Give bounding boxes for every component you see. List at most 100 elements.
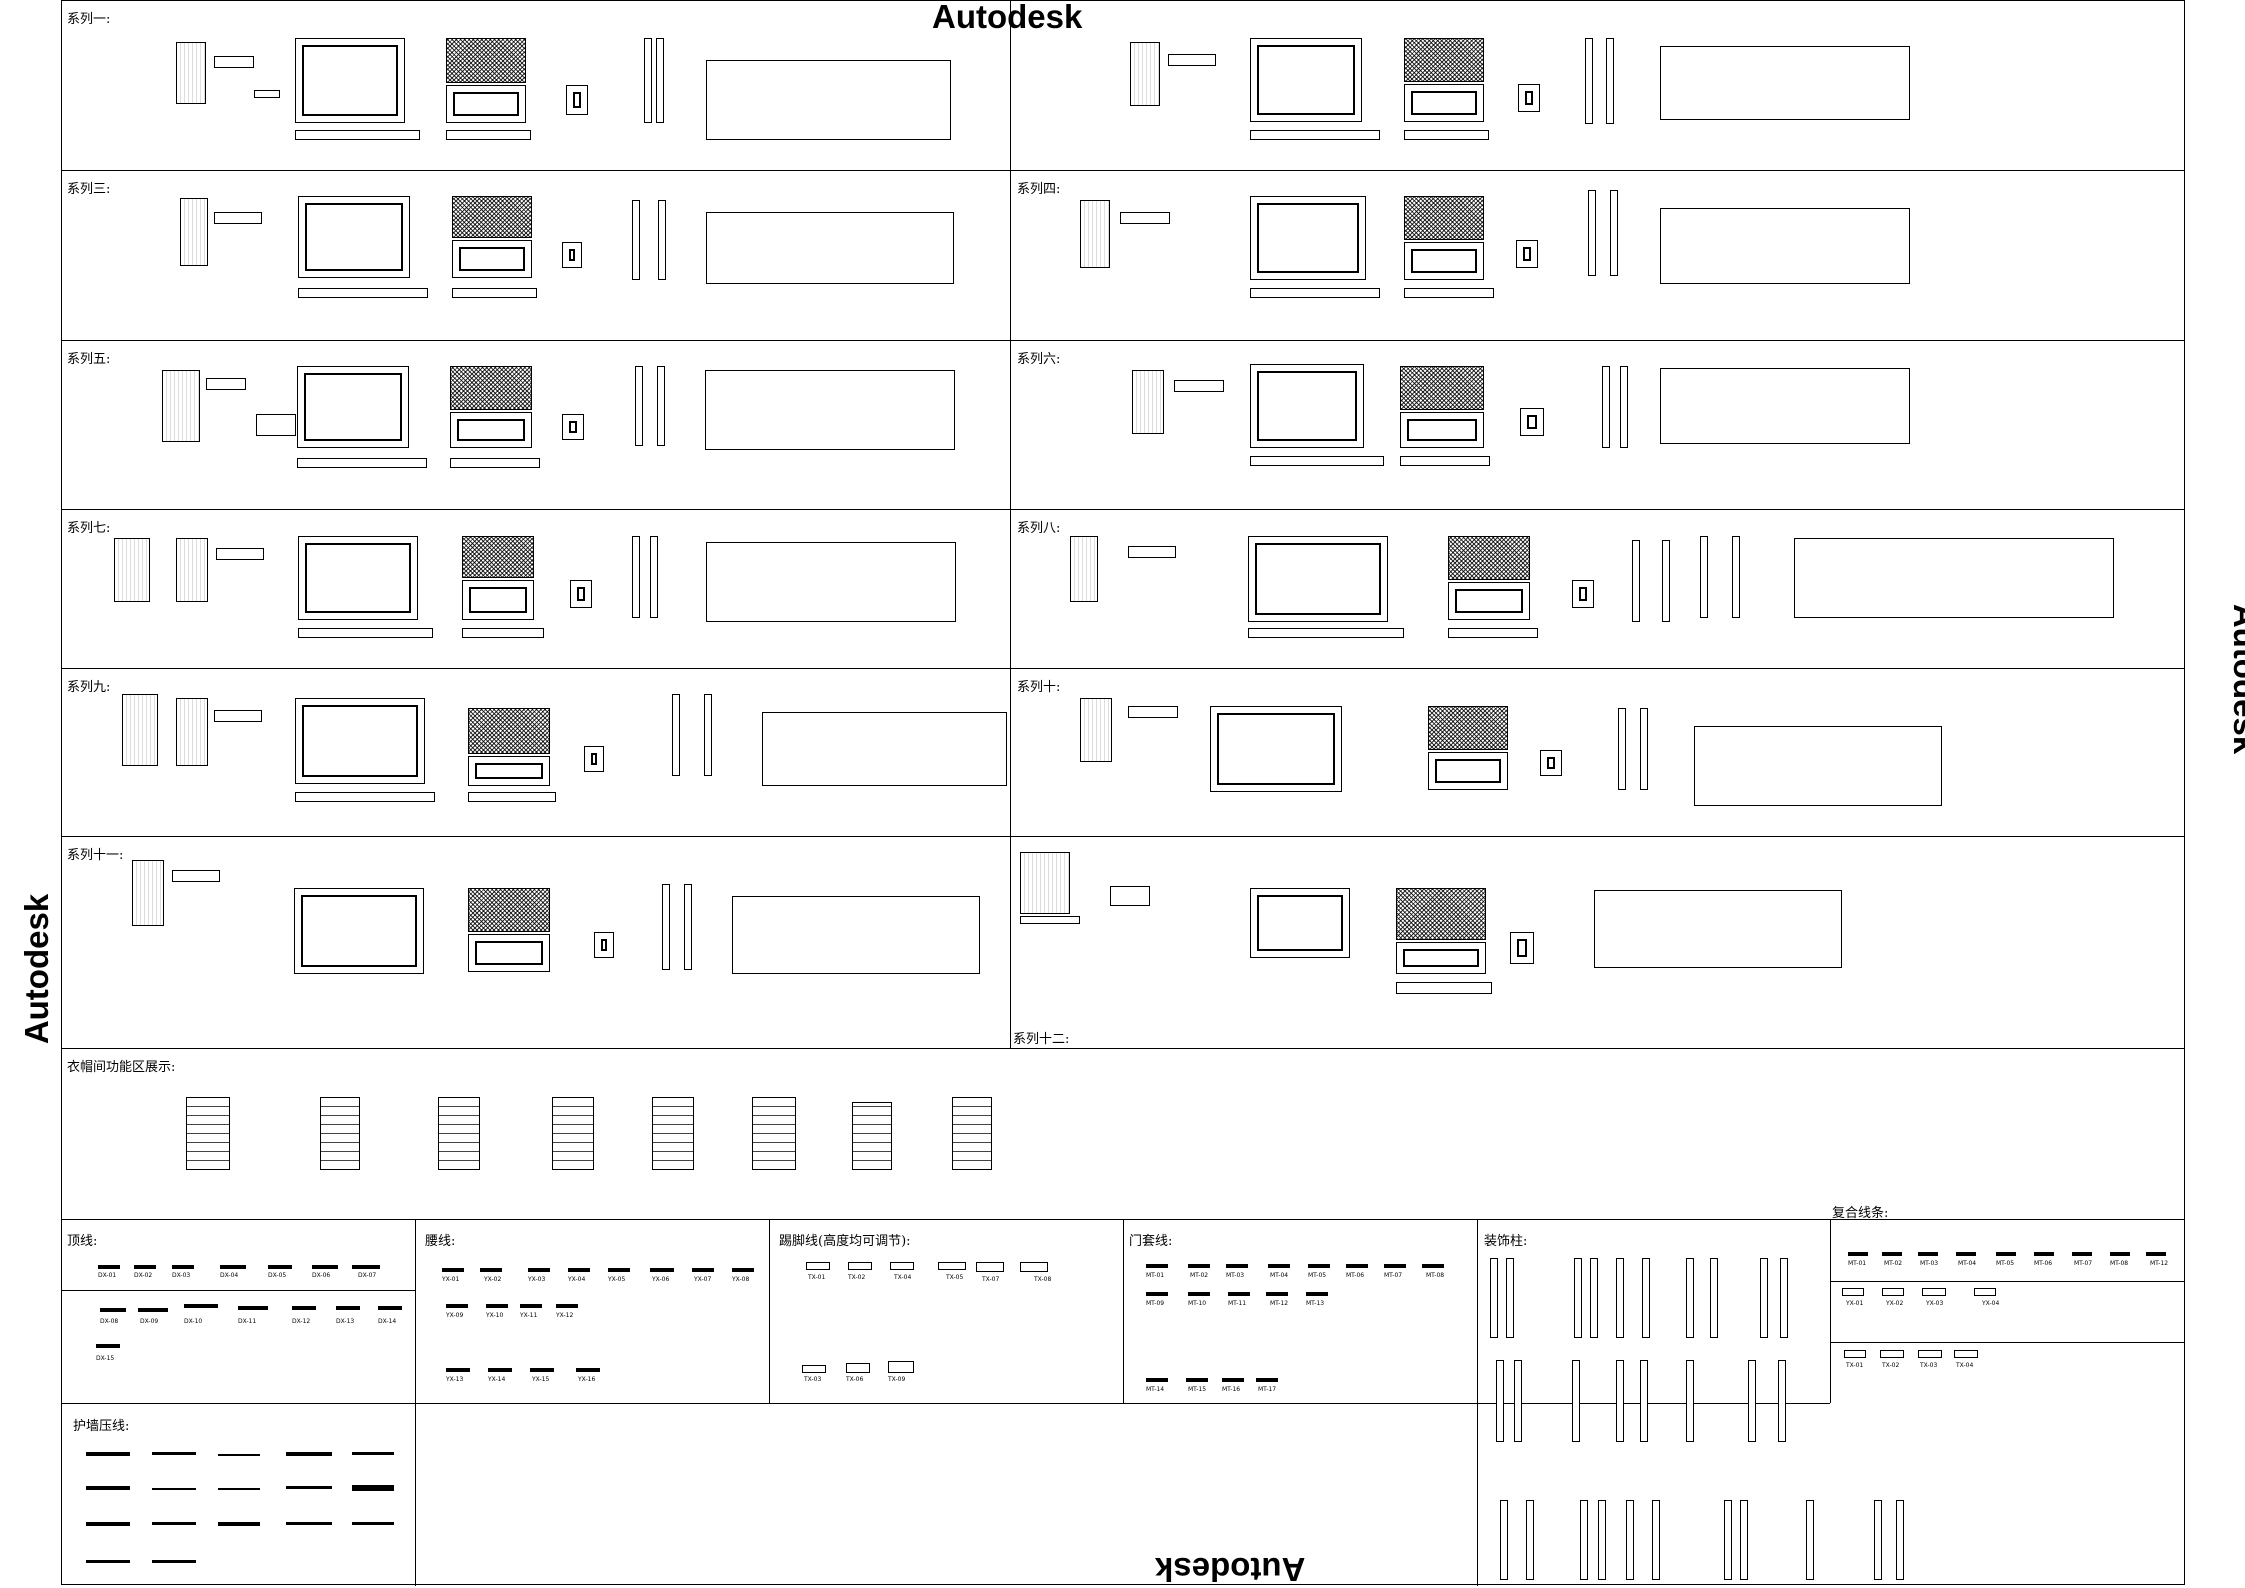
series-6-drawings bbox=[1110, 358, 1940, 483]
decorative-column bbox=[1874, 1500, 1882, 1580]
wardrobe-cabinet bbox=[438, 1097, 480, 1170]
moulding-code: DX-12 bbox=[292, 1318, 311, 1325]
moulding-code: TX-01 bbox=[1846, 1362, 1864, 1369]
moulding-profile bbox=[220, 1265, 246, 1269]
wardrobe-cabinet bbox=[552, 1097, 594, 1170]
moulding-profile bbox=[530, 1368, 554, 1372]
moulding-profile bbox=[1918, 1350, 1942, 1358]
decorative-column bbox=[1710, 1258, 1718, 1338]
moulding-code: MT-05 bbox=[1308, 1272, 1327, 1279]
moulding-profile bbox=[488, 1368, 512, 1372]
moulding-profile bbox=[1422, 1264, 1444, 1268]
moulding-code: MT-16 bbox=[1222, 1386, 1241, 1393]
moulding-profile bbox=[86, 1522, 130, 1526]
moulding-code: YX-10 bbox=[486, 1312, 504, 1319]
series-label: 系列十: bbox=[1017, 680, 1061, 695]
skirting-profile bbox=[890, 1262, 914, 1270]
moulding-code: YX-13 bbox=[446, 1376, 464, 1383]
moulding-profile bbox=[312, 1265, 338, 1269]
column-divider bbox=[1123, 1219, 1124, 1403]
row-divider bbox=[61, 1048, 2185, 1049]
moulding-profile bbox=[1186, 1378, 1208, 1382]
moulding-code: DX-07 bbox=[358, 1272, 377, 1279]
decorative-column bbox=[1572, 1360, 1580, 1442]
moulding-profile bbox=[1256, 1378, 1278, 1382]
decorative-column bbox=[1652, 1500, 1660, 1580]
moulding-code: TX-01 bbox=[808, 1274, 826, 1281]
moulding-profile bbox=[650, 1268, 674, 1272]
moulding-profile bbox=[1146, 1292, 1168, 1296]
moulding-profile bbox=[1922, 1288, 1946, 1296]
series-label: 系列十二: bbox=[1013, 1032, 1070, 1047]
moulding-code: YX-11 bbox=[520, 1312, 538, 1319]
decorative-column bbox=[1748, 1360, 1756, 1442]
decorative-column bbox=[1598, 1500, 1606, 1580]
moulding-code: DX-10 bbox=[184, 1318, 203, 1325]
drawing-frame bbox=[61, 0, 2185, 1585]
series-8-drawings bbox=[1060, 528, 2140, 653]
row-divider bbox=[61, 509, 2185, 510]
moulding-code: YX-06 bbox=[652, 1276, 670, 1283]
moulding-code: DX-15 bbox=[96, 1355, 115, 1362]
series-label: 系列九: bbox=[67, 680, 111, 695]
moulding-code: TX-07 bbox=[982, 1276, 1000, 1283]
moulding-code: YX-12 bbox=[556, 1312, 574, 1319]
moulding-profile bbox=[692, 1268, 714, 1272]
wardrobe-cabinet bbox=[652, 1097, 694, 1170]
moulding-code: MT-17 bbox=[1258, 1386, 1277, 1393]
moulding-code: MT-07 bbox=[2074, 1260, 2093, 1267]
moulding-profile bbox=[732, 1268, 754, 1272]
skirting-profile bbox=[806, 1262, 830, 1270]
skirting-profile bbox=[888, 1361, 914, 1373]
moulding-code: DX-14 bbox=[378, 1318, 397, 1325]
wardrobe-cabinet bbox=[852, 1102, 892, 1170]
series-label: 系列三: bbox=[67, 182, 111, 197]
moulding-profile bbox=[1308, 1264, 1330, 1268]
moulding-profile bbox=[1918, 1252, 1938, 1256]
moulding-profile bbox=[152, 1522, 196, 1525]
wardrobe-cabinet bbox=[752, 1097, 796, 1170]
moulding-profile bbox=[1384, 1264, 1406, 1268]
moulding-code: MT-02 bbox=[1190, 1272, 1209, 1279]
moulding-profile bbox=[2072, 1252, 2092, 1256]
moulding-profile bbox=[608, 1268, 630, 1272]
moulding-profile bbox=[352, 1485, 394, 1491]
series-label: 系列一: bbox=[67, 12, 111, 27]
moulding-profile bbox=[268, 1265, 292, 1269]
series-3-drawings bbox=[170, 190, 970, 315]
moulding-code: YX-03 bbox=[1926, 1300, 1944, 1307]
column-divider bbox=[1830, 1219, 1831, 1403]
moulding-code: MT-05 bbox=[1996, 1260, 2015, 1267]
moulding-profile bbox=[520, 1304, 542, 1308]
series-12-drawings bbox=[1010, 846, 1910, 1021]
moulding-profile bbox=[218, 1454, 260, 1456]
moulding-profile bbox=[336, 1306, 360, 1310]
moulding-profile bbox=[218, 1522, 260, 1526]
moulding-profile bbox=[352, 1522, 394, 1525]
moulding-code: TX-02 bbox=[1882, 1362, 1900, 1369]
moulding-profile bbox=[378, 1306, 402, 1310]
moulding-profile bbox=[568, 1268, 590, 1272]
moulding-profile bbox=[86, 1560, 130, 1563]
moulding-profile bbox=[292, 1306, 316, 1310]
moulding-profile bbox=[576, 1368, 600, 1372]
moulding-code: TX-06 bbox=[846, 1376, 864, 1383]
moulding-code: TX-03 bbox=[804, 1376, 822, 1383]
moulding-code: DX-06 bbox=[312, 1272, 331, 1279]
skirting-profile bbox=[848, 1262, 872, 1270]
moulding-code: YX-04 bbox=[1982, 1300, 2000, 1307]
moulding-profile bbox=[152, 1488, 196, 1490]
moulding-code: MT-08 bbox=[2110, 1260, 2129, 1267]
moulding-code: DX-11 bbox=[238, 1318, 257, 1325]
moulding-profile bbox=[1996, 1252, 2016, 1256]
decorative-column bbox=[1724, 1500, 1732, 1580]
decorative-column bbox=[1506, 1258, 1514, 1338]
skirting-label: 踢脚线(高度均可调节): bbox=[779, 1234, 911, 1249]
moulding-profile bbox=[238, 1306, 268, 1310]
moulding-code: MT-04 bbox=[1270, 1272, 1289, 1279]
moulding-profile bbox=[352, 1452, 394, 1455]
moulding-profile bbox=[86, 1452, 130, 1456]
moulding-code: YX-04 bbox=[568, 1276, 586, 1283]
moulding-code: TX-05 bbox=[946, 1274, 964, 1281]
moulding-code: DX-13 bbox=[336, 1318, 355, 1325]
